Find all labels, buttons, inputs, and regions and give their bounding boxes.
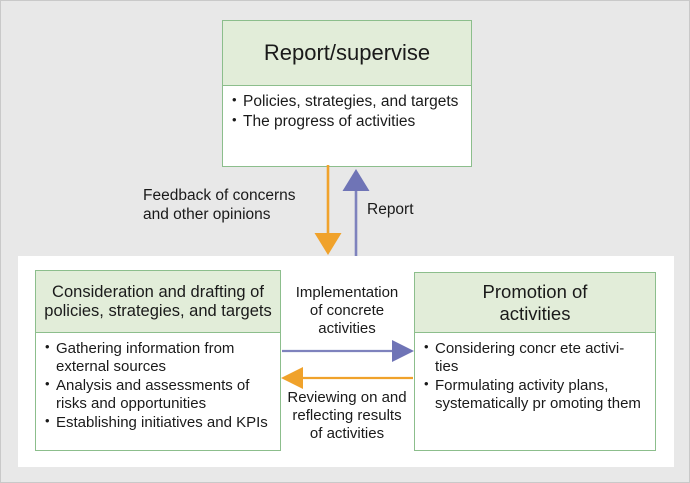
consideration-drafting-bullet-list: Gathering information from external sour… xyxy=(45,339,272,432)
report-supervise-header: Report/supervise xyxy=(223,21,471,86)
promotion-activities-bullet-list: Considering concr ete activi-ties Formul… xyxy=(424,339,647,413)
list-item: Gathering information from external sour… xyxy=(45,339,272,376)
header-line: policies, strategies, and targets xyxy=(44,301,272,320)
list-item: Analysis and assessments of risks and op… xyxy=(45,376,272,413)
report-arrow-icon xyxy=(342,169,370,256)
list-item: Considering concr ete activi-ties xyxy=(424,339,647,376)
list-item: Policies, strategies, and targets xyxy=(232,92,463,112)
list-item: The progress of activities xyxy=(232,112,463,132)
promotion-activities-body: Considering concr ete activi-ties Formul… xyxy=(415,333,655,420)
implementation-arrow-label: Implementation of concrete activities xyxy=(295,284,399,337)
promotion-activities-header: Promotion of activities xyxy=(415,273,655,333)
operations-panel: Consideration and drafting of policies, … xyxy=(18,256,674,467)
list-item: Formulating activity plans, systematical… xyxy=(424,376,647,413)
report-supervise-body: Policies, strategies, and targets The pr… xyxy=(223,86,471,138)
report-supervise-bullet-list: Policies, strategies, and targets The pr… xyxy=(232,92,463,132)
consideration-drafting-body: Gathering information from external sour… xyxy=(36,333,280,439)
consideration-drafting-header: Consideration and drafting of policies, … xyxy=(36,271,280,333)
promotion-activities-box: Promotion of activities Considering conc… xyxy=(414,272,656,451)
reviewing-arrow-label: Reviewing on and reflecting results of a… xyxy=(287,389,407,442)
header-line: Promotion of xyxy=(482,281,588,303)
report-supervise-box: Report/supervise Policies, strategies, a… xyxy=(222,20,472,167)
header-line: Consideration and drafting of xyxy=(52,282,264,301)
consideration-drafting-box: Consideration and drafting of policies, … xyxy=(35,270,281,451)
report-arrow-label: Report xyxy=(367,201,414,218)
list-item: Establishing initiatives and KPIs xyxy=(45,413,272,432)
feedback-arrow-label: Feedback of concerns and other opinions xyxy=(143,187,296,223)
header-line: activities xyxy=(499,302,571,324)
